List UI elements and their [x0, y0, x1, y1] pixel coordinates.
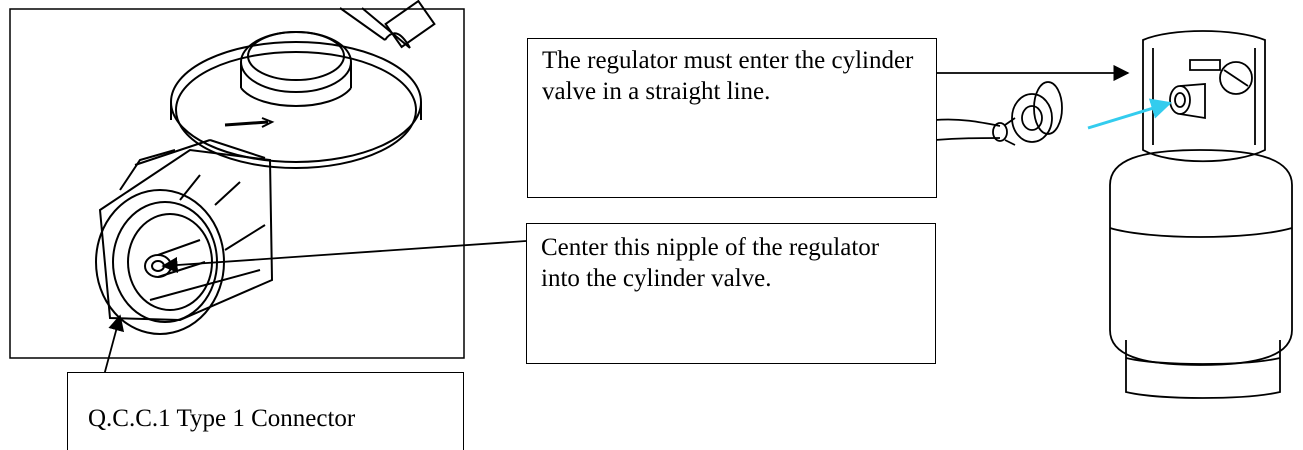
callout-connector-type-text: Q.C.C.1 Type 1 Connector	[88, 405, 356, 432]
callout-straight-line: The regulator must enter the cylinder va…	[527, 38, 937, 198]
arrow-to-nipple	[161, 240, 527, 274]
callout-center-nipple-text: Center this nipple of the regulator into…	[541, 234, 880, 292]
regulator-illustration	[9, 0, 465, 359]
callout-straight-line-text: The regulator must enter the cylinder va…	[542, 47, 914, 105]
callout-center-nipple: Center this nipple of the regulator into…	[526, 223, 936, 364]
illustration-frame	[9, 8, 465, 359]
insertion-direction-arrow	[1087, 98, 1173, 130]
callout-connector-type: Q.C.C.1 Type 1 Connector	[67, 372, 464, 450]
cylinder-illustration	[934, 30, 1293, 399]
